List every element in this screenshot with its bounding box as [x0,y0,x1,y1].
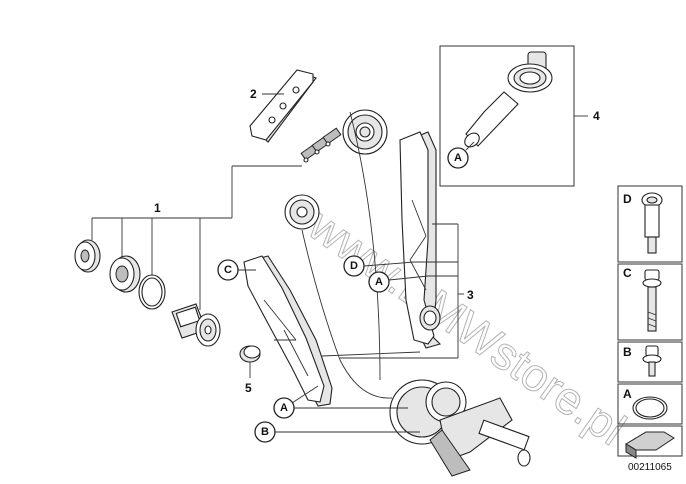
callout-label-b-bottom: B [261,426,269,438]
callout-label-c-left: C [224,264,232,276]
legend-panel: D C B A [617,185,683,473]
guide-rail-part[interactable] [249,69,317,143]
crankshaft-part[interactable] [429,397,531,477]
crankshaft-sprocket[interactable] [389,379,467,445]
camshaft-sprocket[interactable] [342,109,388,155]
snap-ring-part[interactable] [138,274,166,310]
legend-box-a[interactable] [617,383,683,425]
sealing-ring-icon [632,396,668,420]
idler-sprocket[interactable] [284,194,320,230]
callout-label-a-left: A [280,402,288,414]
part-number-3: 3 [467,288,474,302]
legend-box-b[interactable] [617,341,683,383]
callout-a-box [447,147,469,169]
long-bolt-icon [642,269,662,332]
callout-a-center [368,271,390,293]
part-number-4: 4 [593,109,600,123]
chain-links[interactable] [300,127,342,163]
hex-bolt-short-icon [642,345,662,377]
legend-box-arrow [617,425,683,457]
chain-tensioner-part[interactable] [462,51,553,150]
callout-label-a-box: A [454,152,462,164]
part-number-2: 2 [250,87,257,101]
callout-label-a-center: A [375,276,383,288]
legend-letter-a: A [623,387,632,401]
legend-box-c[interactable] [617,263,683,341]
guide-rail-right-part[interactable] [399,131,442,349]
legend-box-d[interactable] [617,185,683,263]
tensioner-rail-part[interactable] [243,255,333,407]
legend-letter-b: B [623,345,632,359]
part-number-1: 1 [154,201,161,215]
callout-c-left [217,259,239,281]
arrow-icon [625,431,675,459]
washer-part[interactable] [74,239,101,273]
callout-b-bottom [254,421,276,443]
bolt-with-collar-icon [641,192,663,254]
legend-letter-d: D [623,192,632,206]
intermediate-shaft-part[interactable] [171,303,221,347]
callout-label-d-center: D [350,260,358,272]
legend-letter-c: C [623,266,632,280]
bearing-part[interactable] [109,255,141,293]
drawing-number: 00211065 [628,462,672,473]
sleeve-part[interactable] [239,345,261,363]
part-number-5: 5 [245,381,252,395]
